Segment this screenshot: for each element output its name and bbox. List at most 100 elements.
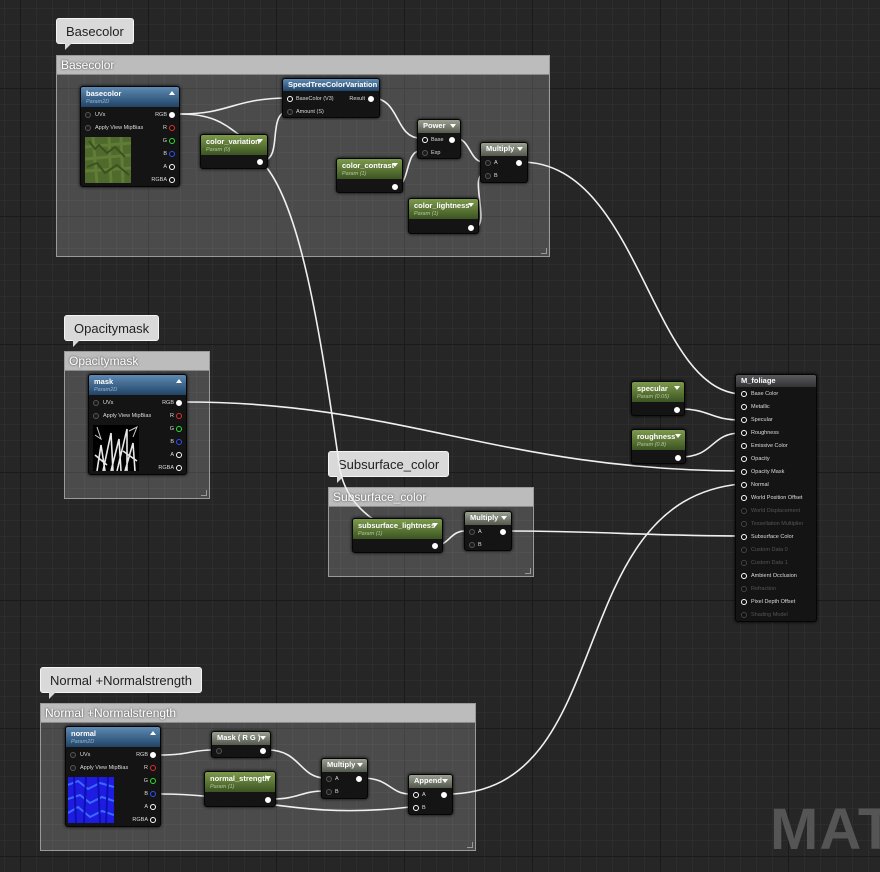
node-title[interactable]: Append [409, 775, 452, 788]
output-pin-g[interactable] [169, 138, 175, 144]
material-input-pin[interactable] [741, 521, 747, 527]
expand-arrow-icon[interactable] [468, 203, 474, 207]
input-pin-b[interactable] [469, 542, 475, 548]
node-title[interactable]: Multiply [481, 143, 527, 156]
output-pin-a[interactable] [176, 452, 182, 458]
material-input-pin[interactable] [741, 495, 747, 501]
resize-handle[interactable] [201, 490, 207, 496]
math-node-multiply[interactable]: Multiply A B [321, 758, 368, 799]
output-pin-b[interactable] [169, 151, 175, 157]
node-title[interactable]: Mask ( R G ) [212, 732, 270, 745]
output-pin-rgb[interactable] [169, 112, 175, 118]
expand-arrow-icon[interactable] [357, 763, 363, 767]
input-pin-a[interactable] [413, 792, 419, 798]
node-title[interactable]: M_foliage [736, 375, 816, 387]
comment-bubble-normal[interactable]: Normal +Normalstrength [40, 667, 202, 699]
expand-arrow-icon[interactable] [450, 124, 456, 128]
output-pin-b[interactable] [150, 791, 156, 797]
material-input-pin[interactable] [741, 612, 747, 618]
math-node-append[interactable]: Append A B [408, 774, 453, 815]
expand-arrow-icon[interactable] [260, 736, 266, 740]
math-node-multiply[interactable]: Multiply A B [480, 142, 528, 183]
node-title[interactable]: Power [418, 120, 460, 133]
output-pin-rgb[interactable] [150, 752, 156, 758]
collapse-arrow-icon[interactable] [169, 91, 175, 95]
output-pin-rgba[interactable] [176, 465, 182, 471]
output-pin-a[interactable] [169, 164, 175, 170]
output-pin[interactable] [432, 543, 438, 549]
material-input-pin[interactable] [741, 599, 747, 605]
input-pin-b[interactable] [485, 173, 491, 179]
material-input-pin[interactable] [741, 404, 747, 410]
material-input-pin[interactable] [741, 573, 747, 579]
input-pin-uvs[interactable] [85, 112, 91, 118]
input-pin-amount[interactable] [287, 109, 293, 115]
output-pin-r[interactable] [176, 413, 182, 419]
output-pin[interactable] [260, 748, 266, 754]
material-input-pin[interactable] [741, 534, 747, 540]
resize-handle[interactable] [525, 568, 531, 574]
resize-handle[interactable] [467, 842, 473, 848]
comment-bubble-basecolor[interactable]: Basecolor [56, 18, 134, 50]
material-input-pin[interactable] [741, 430, 747, 436]
expand-arrow-icon[interactable] [265, 776, 271, 780]
output-pin-rgba[interactable] [150, 817, 156, 823]
input-pin-mipbias[interactable] [70, 765, 76, 771]
output-pin[interactable] [449, 137, 455, 143]
material-input-pin[interactable] [741, 560, 747, 566]
expand-arrow-icon[interactable] [674, 386, 680, 390]
input-pin-mipbias[interactable] [93, 413, 99, 419]
output-pin-rgb[interactable] [176, 400, 182, 406]
output-pin-r[interactable] [150, 765, 156, 771]
material-input-pin[interactable] [741, 469, 747, 475]
expand-arrow-icon[interactable] [675, 434, 681, 438]
output-pin-a[interactable] [150, 804, 156, 810]
resize-handle[interactable] [541, 248, 547, 254]
output-pin[interactable] [675, 455, 681, 461]
input-pin-exp[interactable] [422, 150, 428, 156]
comment-header[interactable]: Basecolor [57, 56, 549, 75]
material-input-pin[interactable] [741, 482, 747, 488]
expand-arrow-icon[interactable] [432, 523, 438, 527]
expand-arrow-icon[interactable] [257, 139, 263, 143]
output-pin[interactable] [257, 159, 263, 165]
material-input-pin[interactable] [741, 547, 747, 553]
node-title[interactable]: Multiply [322, 759, 367, 772]
output-pin[interactable] [516, 160, 522, 166]
node-title[interactable]: Multiply [465, 512, 511, 525]
material-input-pin[interactable] [741, 508, 747, 514]
input-pin-mipbias[interactable] [85, 125, 91, 131]
expand-arrow-icon[interactable] [517, 147, 523, 151]
function-node-speedtree-color-variation[interactable]: SpeedTreeColorVariation BaseColor (V3) A… [282, 78, 380, 118]
output-pin[interactable] [392, 184, 398, 190]
output-pin[interactable] [441, 792, 447, 798]
input-pin-a[interactable] [469, 529, 475, 535]
output-pin-g[interactable] [176, 426, 182, 432]
output-pin[interactable] [265, 797, 271, 803]
input-pin-base[interactable] [422, 137, 428, 143]
comment-header[interactable]: Normal +Normalstrength [41, 704, 475, 723]
input-pin[interactable] [216, 748, 222, 754]
collapse-arrow-icon[interactable] [176, 379, 182, 383]
input-pin-uvs[interactable] [70, 752, 76, 758]
material-input-pin[interactable] [741, 586, 747, 592]
material-input-pin[interactable] [741, 456, 747, 462]
